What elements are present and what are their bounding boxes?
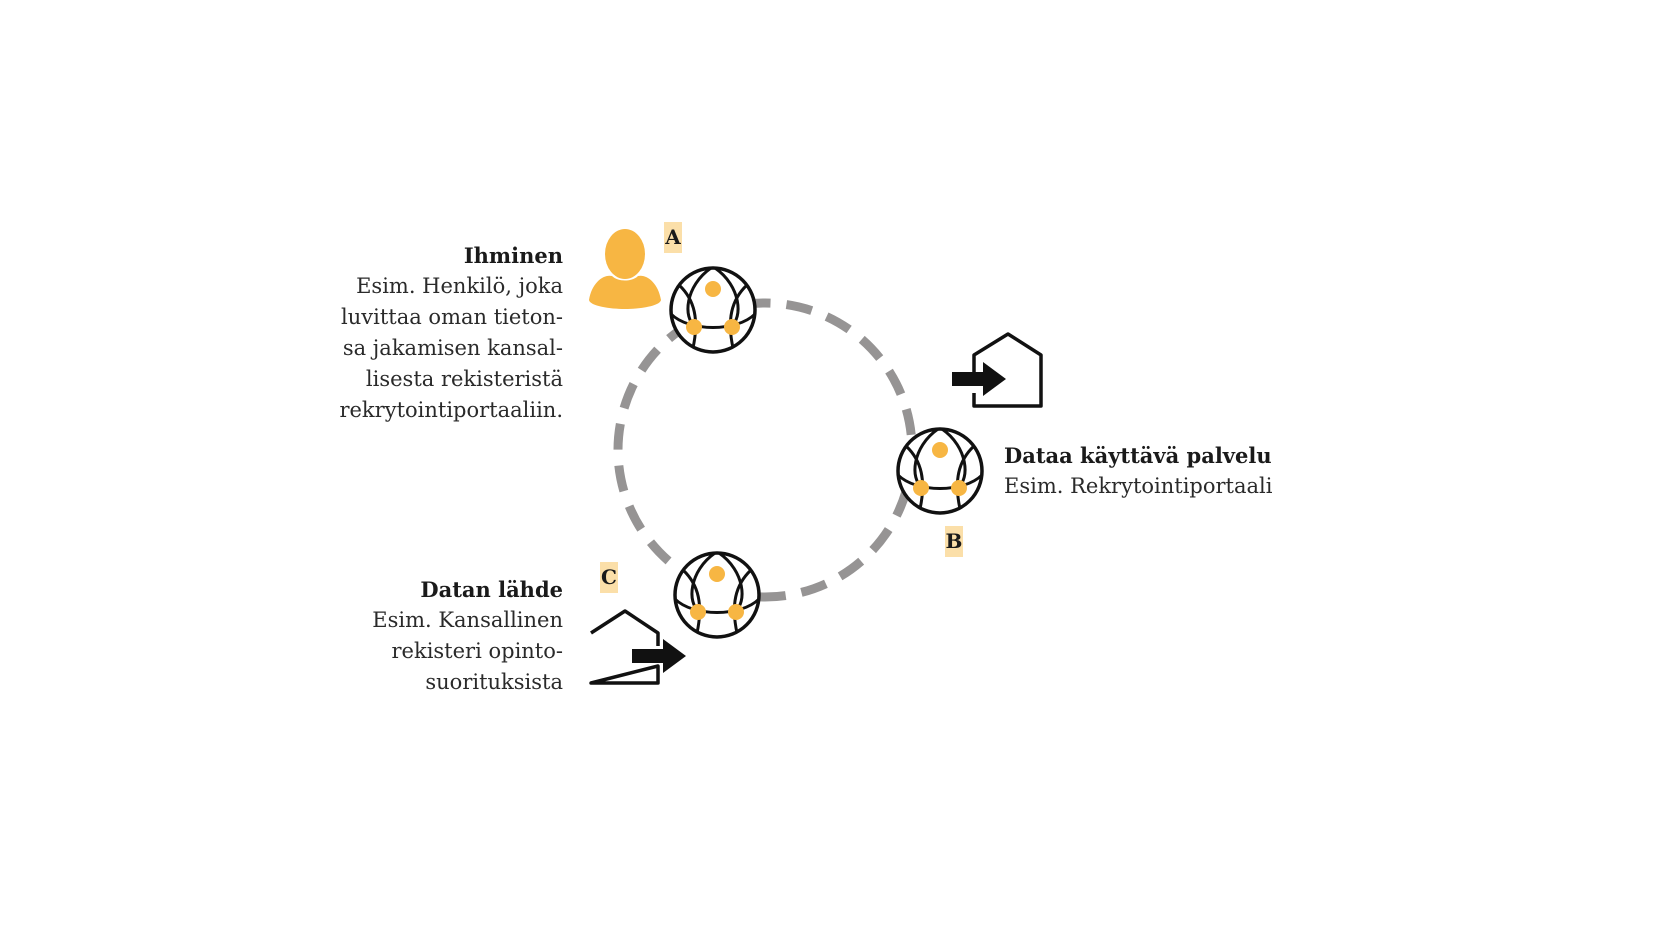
palvelu-title: Dataa käyttävä palvelu [1004, 443, 1272, 468]
network-node-icon [896, 427, 984, 515]
lahde-line: Esim. Kansallinen [372, 608, 563, 632]
building-enter-icon [952, 332, 1043, 408]
ihminen-line: sa jakamisen kansal- [342, 336, 563, 360]
ihminen-line: lisesta rekisteristä [365, 367, 563, 391]
lahde-title: Datan lähde [420, 577, 563, 602]
person-icon [589, 229, 661, 309]
building-exit-icon [589, 609, 686, 685]
palvelu-line: Esim. Rekrytointiportaali [1004, 474, 1273, 498]
marker-a: A [664, 222, 682, 253]
marker-b: B [945, 526, 963, 557]
ihminen-line: rekrytointiportaaliin. [339, 398, 563, 422]
ihminen-block: Ihminen Esim. Henkilö, joka luvittaa oma… [339, 240, 563, 426]
network-node-icon [669, 266, 757, 354]
flow-ring [613, 298, 917, 602]
palvelu-block: Dataa käyttävä palvelu Esim. Rekrytointi… [1004, 440, 1272, 502]
network-node-icon [673, 551, 761, 639]
ihminen-title: Ihminen [463, 243, 563, 268]
lahde-line: rekisteri opinto- [391, 639, 564, 663]
lahde-line: suorituksista [425, 670, 563, 694]
marker-c: C [600, 562, 618, 593]
ihminen-line: Esim. Henkilö, joka [356, 274, 563, 298]
ihminen-line: luvittaa oman tieton- [341, 305, 563, 329]
lahde-block: Datan lähde Esim. Kansallinen rekisteri … [372, 574, 563, 698]
